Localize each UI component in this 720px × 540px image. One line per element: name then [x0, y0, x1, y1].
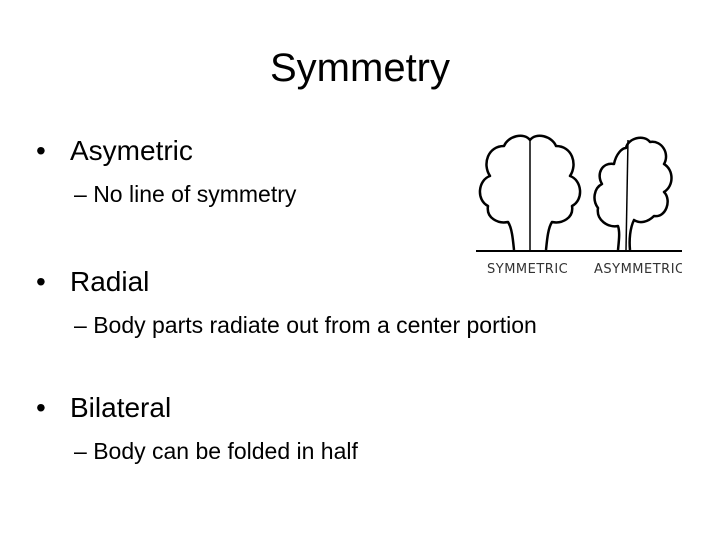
sub-bullet-bilateral: – Body can be folded in half	[74, 437, 358, 465]
symmetric-tree-icon	[478, 134, 582, 251]
bullet-marker: •	[36, 135, 46, 166]
bullet-radial: • Radial	[36, 265, 149, 299]
sub-bullet-text: Body can be folded in half	[93, 438, 358, 464]
sub-bullet-marker: –	[74, 438, 87, 464]
sub-bullet-radial: – Body parts radiate out from a center p…	[74, 311, 537, 339]
sub-bullet-marker: –	[74, 312, 87, 338]
bullet-text: Radial	[70, 266, 150, 297]
bullet-asymetric: • Asymetric	[36, 134, 193, 168]
asymmetric-label: ASYMMETRIC	[594, 262, 682, 277]
sub-bullet-text: Body parts radiate out from a center por…	[93, 312, 537, 338]
sub-bullet-marker: –	[74, 181, 87, 207]
bullet-bilateral: • Bilateral	[36, 391, 171, 425]
symmetry-trees-figure: SYMMETRIC ASYMMETRIC	[468, 128, 684, 298]
bullet-text: Bilateral	[70, 392, 172, 423]
symmetric-label: SYMMETRIC	[487, 262, 568, 277]
sub-bullet-asymetric: – No line of symmetry	[74, 180, 296, 208]
sub-bullet-text: No line of symmetry	[93, 181, 297, 207]
slide-title: Symmetry	[270, 46, 450, 90]
bullet-marker: •	[36, 392, 46, 423]
bullet-marker: •	[36, 266, 46, 297]
asymmetric-tree-icon	[593, 136, 673, 251]
bullet-text: Asymetric	[70, 135, 193, 166]
